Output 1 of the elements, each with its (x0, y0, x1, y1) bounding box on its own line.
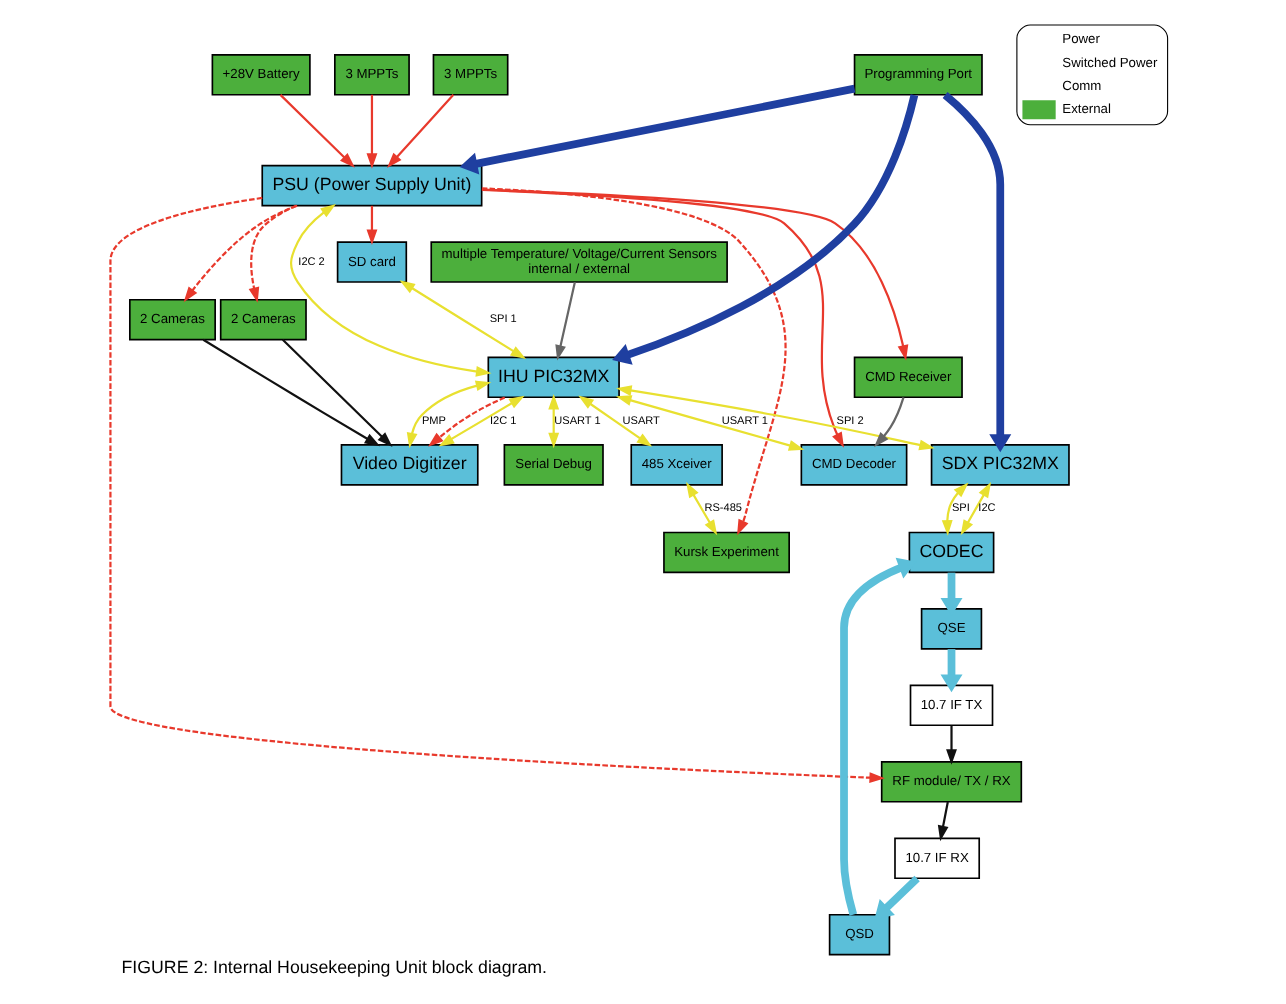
caption: FIGURE 2: Internal Housekeeping Unit block diagram. (120, 957, 547, 978)
